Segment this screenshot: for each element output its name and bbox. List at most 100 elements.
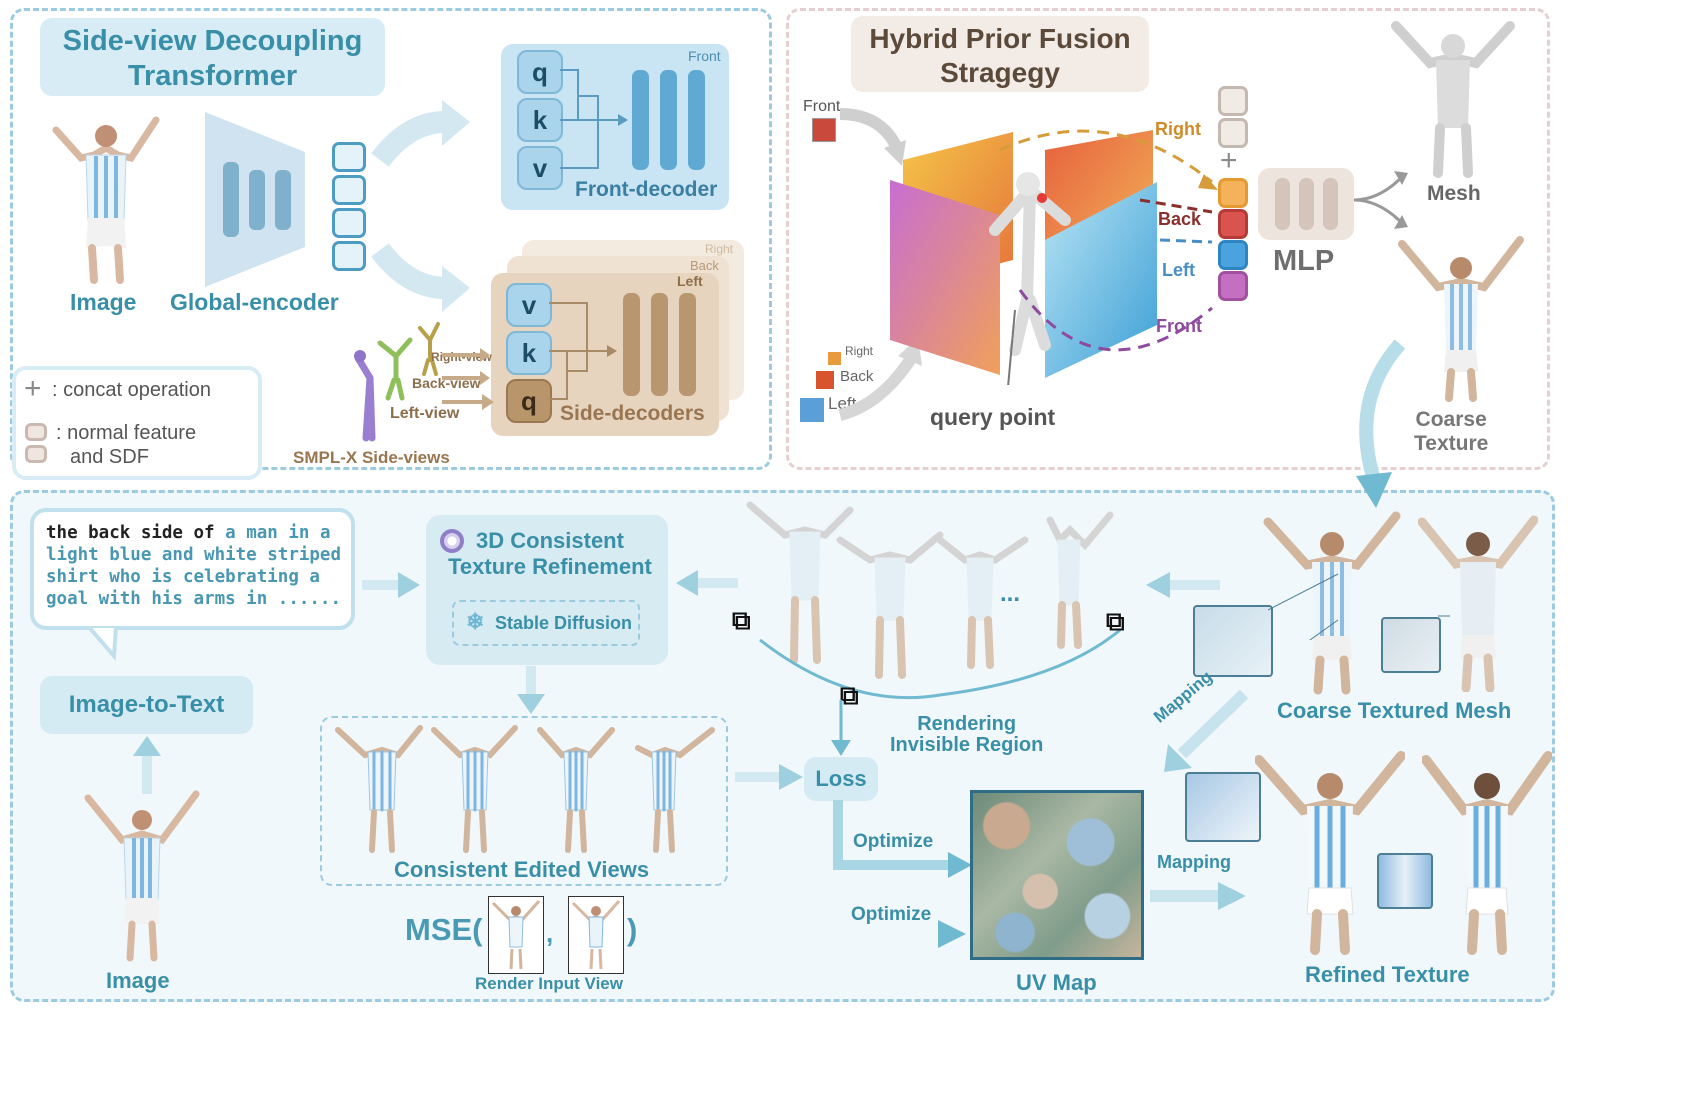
smplx-caption: SMPL-X Side-views	[293, 448, 450, 467]
feature-gray-2	[1218, 118, 1248, 148]
front-input-arrow	[840, 108, 906, 166]
arrow-mesh-to-views	[1146, 572, 1220, 598]
mse-render-figure	[491, 900, 541, 970]
front-decoder-tag: Front	[688, 48, 721, 64]
tri-plane-visual	[890, 130, 1157, 385]
side-token-q: q	[506, 379, 552, 423]
rendered-views-figures	[746, 501, 1114, 679]
front-token-v: v	[517, 146, 563, 190]
refined-zoom-front	[1185, 772, 1261, 842]
coarse-texture-label: Coarse Texture	[1414, 408, 1489, 455]
input-person-image	[52, 116, 160, 284]
front-decoder-connectors	[560, 69, 628, 169]
arrows-to-decoders	[371, 100, 470, 312]
arc-label-right: Right	[1155, 119, 1201, 139]
side-input-right-label: Right	[845, 344, 874, 358]
arrow-views-to-refine	[676, 570, 738, 596]
coarse-mesh-front	[1263, 511, 1401, 695]
rendered-views	[740, 500, 1140, 690]
query-point-label: query point	[930, 404, 1056, 430]
front-token-q: q	[517, 50, 563, 94]
side-decoder-bar-2	[651, 293, 668, 396]
front-token-k: k	[517, 98, 563, 142]
legend-feature-text-2: and SDF	[70, 446, 149, 468]
side-decoder-bar-3	[679, 293, 696, 396]
coarse-texture-figure	[1398, 236, 1524, 402]
side-input-right-thumb	[828, 352, 841, 365]
front-decoder-bar-1	[632, 70, 649, 170]
camera-icon-left: ⧉	[732, 605, 751, 635]
stable-diffusion-label: Stable Diffusion	[495, 613, 633, 633]
optimize-label-2: Optimize	[851, 904, 932, 925]
global-encoder-label: Global-encoder	[170, 289, 339, 315]
arrow-uv-to-refined	[1150, 882, 1246, 910]
prompt-text-part-2: a man in a light blue and white striped …	[46, 523, 342, 609]
side-input-back-label: Back	[840, 368, 874, 385]
prompt-text: the back side of a man in a light blue a…	[46, 522, 346, 610]
image-to-text-box: Image-to-Text	[40, 676, 253, 734]
render-orbit	[759, 628, 1121, 700]
refinement-logo-icon	[440, 529, 464, 553]
arrow-render-to-loss	[831, 700, 851, 756]
mlp-label: MLP	[1273, 245, 1335, 277]
side-token-v: v	[506, 283, 552, 327]
smplx-arrows	[442, 348, 494, 410]
view-arcs	[999, 129, 1218, 352]
camera-icon-bottom: ⧉	[840, 680, 859, 710]
transformer-title: Side-view Decoupling Transformer	[40, 18, 385, 96]
mapping-label-2: Mapping	[1157, 852, 1231, 872]
coarse-zoom-front	[1193, 605, 1273, 677]
mse-label: MSE(	[405, 912, 483, 947]
mlp-bar-1	[1275, 178, 1290, 230]
mse-close: )	[627, 912, 638, 947]
side-decoder-bar-1	[623, 293, 640, 396]
mesh-figure	[1391, 21, 1515, 178]
stable-diffusion-box	[452, 600, 640, 646]
mse-input-thumb	[568, 896, 624, 974]
arrow-mapping-down	[1164, 689, 1249, 772]
views-ellipsis: ...	[1000, 580, 1021, 607]
front-decoder-label: Front-decoder	[575, 178, 718, 201]
arrow-prompt-to-refine	[362, 572, 420, 598]
legend-feature-text-1: : normal feature	[56, 422, 197, 444]
arrow-views-to-loss	[735, 764, 803, 790]
image-label-bottom: Image	[106, 968, 170, 993]
arc-label-left: Left	[1162, 260, 1195, 280]
coarse-mesh-label: Coarse Textured Mesh	[1277, 698, 1512, 723]
arrow-image-to-uv	[160, 920, 966, 948]
mlp-output-arrows	[1354, 171, 1408, 229]
uv-map	[970, 790, 1144, 960]
image-label-top: Image	[70, 289, 137, 315]
legend-plus-icon: +	[24, 372, 42, 405]
mse-input-figure	[571, 900, 621, 970]
refined-zoom-back	[1377, 853, 1433, 909]
side-decoder-connectors	[549, 302, 617, 400]
rendering-label: Rendering Invisible Region	[890, 713, 1044, 756]
coarse-zoom-leaders	[1268, 573, 1450, 640]
camera-icon-right: ⧉	[1106, 606, 1125, 636]
refined-texture-label: Refined Texture	[1305, 962, 1470, 987]
prompt-bubble-tail	[86, 626, 119, 661]
snowflake-icon: ❄	[466, 609, 485, 634]
smplx-figures	[354, 322, 440, 442]
render-input-view-label: Render Input View	[475, 974, 623, 993]
legend-concat-text: : concat operation	[52, 379, 211, 401]
legend-feature-icon	[25, 423, 47, 463]
arrow-refine-down	[517, 666, 545, 714]
side-input-left-thumb	[800, 398, 824, 422]
consistent-views-figures	[335, 725, 715, 853]
global-encoder-shape	[205, 112, 305, 287]
arc-label-back: Back	[1158, 209, 1202, 229]
side-token-k: k	[506, 331, 552, 375]
front-input-label: Front	[803, 98, 841, 115]
legend-box	[12, 366, 262, 480]
feature-orange	[1218, 178, 1248, 208]
arrow-loss-to-uv	[833, 800, 972, 878]
refined-figure-back	[1422, 751, 1552, 955]
side-input-back-thumb	[816, 371, 834, 389]
arrow-image-up	[133, 736, 161, 794]
front-decoder-bar-2	[660, 70, 677, 170]
mlp-bar-2	[1299, 178, 1314, 230]
side-tag-back: Back	[690, 258, 719, 273]
optimize-label-1: Optimize	[853, 831, 934, 852]
